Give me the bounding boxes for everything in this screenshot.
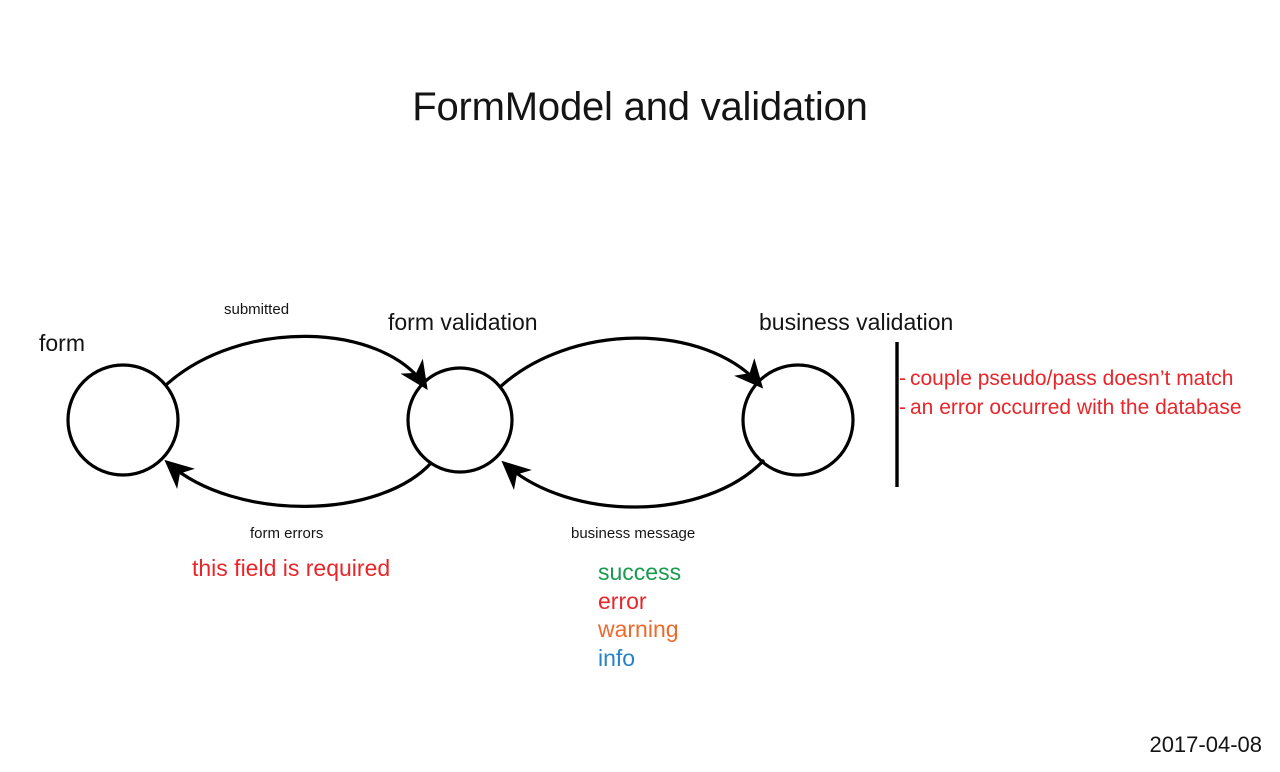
footer-date: 2017-04-08 <box>1149 732 1262 757</box>
status-item-error: error <box>598 587 647 614</box>
status-item-info: info <box>598 644 636 671</box>
business-error-text: an error occurred with the database <box>910 396 1242 419</box>
business-error-line: -an error occurred with the database <box>899 393 1242 422</box>
business-error-text: couple pseudo/pass doesn’t match <box>910 367 1234 390</box>
bullet-dash: - <box>899 396 906 419</box>
business-error-line: -couple pseudo/pass doesn’t match <box>899 364 1242 393</box>
edge-submitted <box>164 334 428 390</box>
status-item-warning: warning <box>598 616 679 642</box>
page-title: FormModel and validation <box>412 85 868 129</box>
node-circle-business-validation <box>741 363 855 477</box>
node-circle-form-validation <box>406 366 514 474</box>
business-message-status-list: success error warning info <box>598 558 681 672</box>
node-circle-form <box>66 363 180 477</box>
edge-label-business-message: business message <box>571 525 696 542</box>
status-item-success: success <box>598 559 682 585</box>
edge-business-message <box>501 458 766 509</box>
edge-label-form-errors: form errors <box>250 525 324 542</box>
business-error-annotation-list: -couple pseudo/pass doesn’t match -an er… <box>899 364 1242 422</box>
node-label-business-validation: business validation <box>759 309 954 335</box>
edge-form-errors <box>164 459 434 508</box>
node-label-form: form <box>39 330 85 356</box>
edge-business-check <box>497 336 764 390</box>
node-label-form-validation: form validation <box>388 309 538 335</box>
bullet-dash: - <box>899 367 906 390</box>
edge-label-submitted: submitted <box>224 301 290 318</box>
form-error-example-text: this field is required <box>192 555 391 581</box>
